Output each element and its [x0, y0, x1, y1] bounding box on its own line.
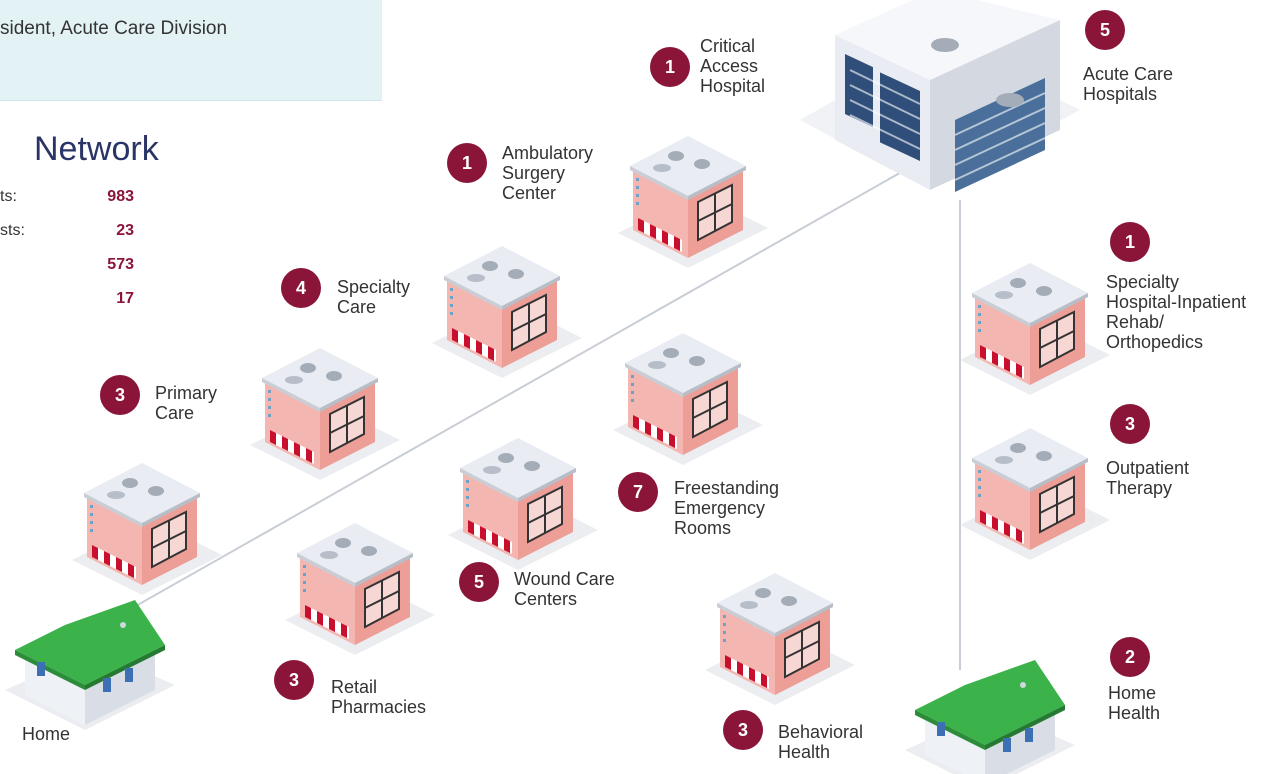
- count-badge: 4: [281, 268, 321, 308]
- stat-value: 573: [107, 256, 134, 273]
- stat-value: 983: [107, 188, 134, 205]
- node-label-wound-care: Wound Care Centers: [514, 569, 615, 609]
- count-badge: 3: [1110, 404, 1150, 444]
- stat-value: 23: [116, 222, 134, 239]
- node-label-freestanding-er: Freestanding Emergency Rooms: [674, 478, 780, 538]
- node-label-retail-pharmacies: Retail Pharmacies: [331, 677, 427, 717]
- node-label-primary-care: Primary Care: [155, 383, 217, 423]
- count-badge: 5: [459, 562, 499, 602]
- wound-care-illustration: [447, 437, 599, 571]
- count-badge: 3: [274, 660, 314, 700]
- count-badge: 5: [1085, 10, 1125, 50]
- home-health-illustration: [905, 660, 1075, 774]
- count-badge: 1: [1110, 222, 1150, 262]
- node-label-specialty-care: Specialty Care: [337, 277, 411, 317]
- count-badge: 3: [100, 375, 140, 415]
- stat-value: 17: [116, 290, 134, 307]
- specialty-care-illustration: [249, 347, 401, 481]
- acute-care-hospital-illustration: [800, 0, 1080, 192]
- node-label-home: Home: [22, 724, 71, 744]
- freestanding-er-illustration: [612, 332, 764, 466]
- count-badge: 3: [723, 710, 763, 750]
- behavioral-health-illustration: [704, 572, 856, 706]
- node-label-outpatient: Outpatient Therapy: [1106, 458, 1190, 498]
- callout-text: sident, Acute Care Division: [0, 18, 228, 39]
- count-badge: 7: [618, 472, 658, 512]
- specialty-hospital-illustration: [959, 262, 1111, 396]
- count-badge: 2: [1110, 637, 1150, 677]
- node-label-ambulatory: Ambulatory Surgery Center: [502, 143, 594, 203]
- node-label-acute-care: Acute Care Hospitals: [1083, 64, 1174, 104]
- outpatient-therapy-illustration: [959, 427, 1111, 561]
- node-label-critical-access: Critical Access Hospital: [700, 36, 766, 96]
- stat-label: sts:: [0, 222, 25, 239]
- node-label-home-health: Home Health: [1108, 683, 1161, 723]
- leader-callout: sident, Acute Care Division: [0, 0, 382, 101]
- node-label-specialty-hospital: Specialty Hospital-Inpatient Rehab/ Orth…: [1106, 272, 1247, 352]
- critical-access-hospital-illustration: [617, 135, 769, 269]
- primary-care-illustration: [71, 462, 223, 596]
- count-badge: 1: [447, 143, 487, 183]
- network-title: Network: [34, 130, 159, 168]
- ambulatory-surgery-illustration: [431, 245, 583, 379]
- count-badge: 1: [650, 47, 690, 87]
- stat-label: ts:: [0, 188, 17, 205]
- connector-line: [119, 169, 906, 616]
- retail-pharmacy-illustration: [284, 522, 436, 656]
- node-label-behavioral-health: Behavioral Health: [778, 722, 864, 762]
- home-illustration: [5, 600, 175, 730]
